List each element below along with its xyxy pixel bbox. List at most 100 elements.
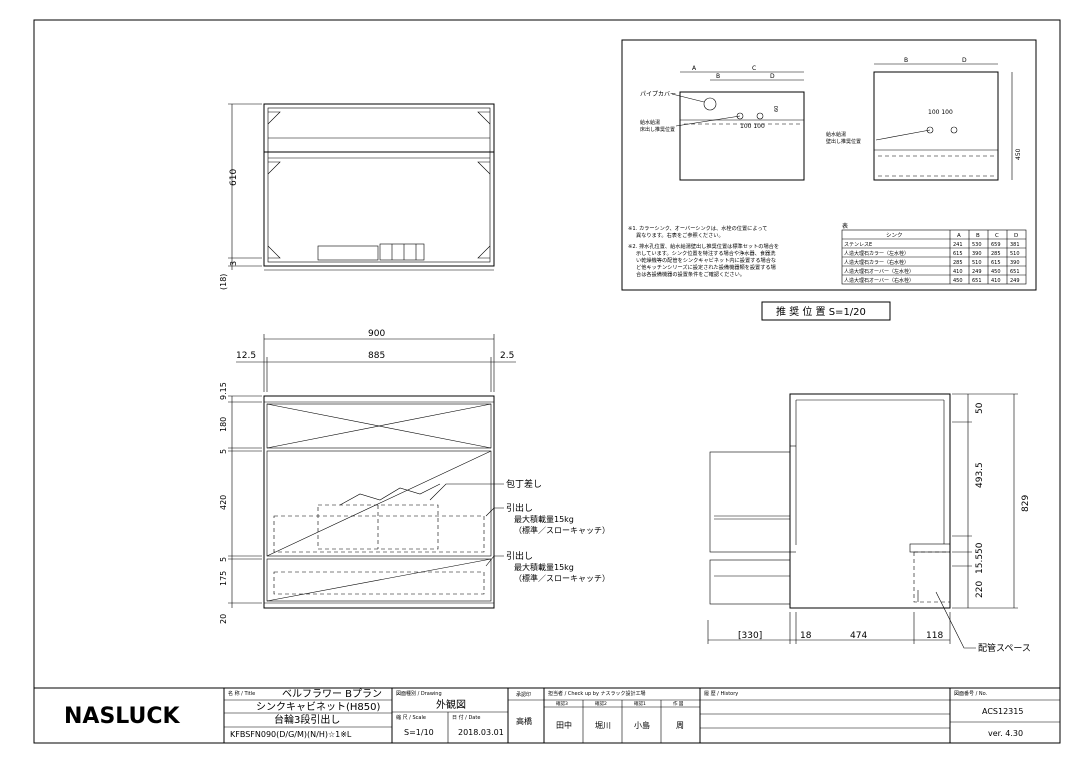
table-cell: 615	[953, 251, 963, 257]
table-cell: 530	[972, 242, 982, 248]
title-line1: ベルフラワー Bプラン	[282, 688, 382, 700]
side-dim-829: 829	[1021, 495, 1031, 512]
check-name: 田中	[556, 720, 572, 730]
side-right-dim: 493.5	[975, 462, 985, 488]
check-name: 小島	[634, 720, 650, 730]
front-left-dim: 175	[219, 571, 228, 586]
table-header: A	[957, 233, 961, 239]
table-cell: 381	[1010, 242, 1020, 248]
front-left-dim: 20	[219, 614, 228, 624]
date-value: 2018.03.01	[458, 728, 504, 737]
note2b: 示しています。シンク位置を特注する場合や浄水器、食器洗	[636, 249, 776, 257]
table-cell: 285	[991, 251, 1001, 257]
top-dim-18: (18)	[219, 274, 228, 290]
drawer2-type: （標準／スローキャッチ）	[514, 573, 610, 583]
sink-table: シンク A B C D ステンレスE 241 530 659 381 人造大理石…	[841, 229, 1027, 285]
water-supply-floor-b: 床出し推奨位置	[640, 126, 675, 133]
table-cell: 390	[972, 251, 982, 257]
water-supply-wall: 給水給湯	[826, 131, 846, 138]
table-cell: 410	[991, 278, 1001, 284]
front-dim-900: 900	[368, 329, 385, 339]
side-right-dim: 50	[975, 542, 985, 554]
title-label: 名 称 / Title	[228, 690, 255, 697]
table-cell: 人造大理石オーバー（右水栓）	[844, 277, 914, 284]
front-left-dim: 5	[219, 449, 228, 454]
table-cell: 人造大理石カラー（左水栓）	[844, 250, 909, 257]
table-cell: 410	[953, 269, 963, 275]
table-header: シンク	[886, 232, 903, 239]
title-line2: シンクキャビネット(H850)	[256, 701, 381, 713]
drawer2-label: 引出し	[506, 550, 533, 562]
front-dim-2-5: 2.5	[500, 351, 514, 361]
knife-rack-label: 包丁差し	[506, 478, 542, 490]
water-supply-floor: 給水給湯	[640, 119, 660, 126]
inset-dim-c: C	[752, 65, 756, 72]
front-left-dim: 180	[219, 417, 228, 432]
inset-dim-450: 450	[1015, 148, 1022, 160]
table-cell: 249	[1010, 278, 1020, 284]
inset-dim-a: A	[692, 65, 697, 72]
note2: ※2. 排水孔位置、給水給湯壁出し推奨位置は標準セットの場合を	[628, 242, 779, 250]
drawer1-load: 最大積載量15kg	[514, 514, 574, 524]
table-cell: 651	[1010, 269, 1020, 275]
history-label: 履 歴 / History	[704, 691, 738, 697]
drawer2-load: 最大積載量15kg	[514, 562, 574, 572]
note2c: い乾燥機等の配管をシンクキャビネット内に設置する場合な	[636, 256, 776, 264]
water-supply-wall-b: 壁出し推奨位置	[826, 138, 861, 145]
table-cell: 285	[953, 260, 963, 266]
side-bottom-dim: [330]	[738, 631, 762, 641]
table-title: 表	[842, 222, 848, 230]
table-cell: 人造大理石オーバー（左水栓）	[844, 268, 914, 275]
table-cell: ステンレスE	[844, 242, 872, 248]
no-value: ACS12315	[982, 707, 1023, 716]
front-left-dim: 9.15	[219, 382, 228, 400]
note1: ※1. カラーシンク、オーバーシンクは、水栓の位置によって	[628, 224, 768, 232]
table-cell: 450	[953, 278, 963, 284]
top-dim-610: 610	[229, 169, 239, 186]
inset-right-dim-b: B	[904, 57, 908, 64]
inset-dim-100-right: 100 100	[928, 109, 953, 116]
table-cell: 510	[972, 260, 982, 266]
front-left-dim: 5	[219, 557, 228, 562]
table-cell: 241	[953, 242, 963, 248]
check-label: 担当者 / Check up by ナスラック設計工場	[548, 690, 646, 697]
check-col: 確認2	[595, 700, 607, 707]
company-logo: NASLUCK	[64, 704, 181, 729]
side-right-dim: 15.5	[975, 554, 985, 574]
inset-dim-100-left: 100 100	[740, 123, 765, 130]
table-cell: 249	[972, 269, 982, 275]
approval-value: 高橋	[516, 716, 532, 726]
drawer1-label: 引出し	[506, 502, 533, 514]
side-bottom-dim: 18	[800, 631, 812, 641]
recommended-position-inset: A B C D 60 100 100 パイプカバー 給水給湯 床出し推奨位置 B…	[621, 39, 1037, 291]
approval-label: 承認印	[516, 691, 531, 698]
front-view: 900 12.5 885 2.5	[219, 329, 610, 624]
check-name: 堀川	[595, 721, 611, 730]
front-dim-885: 885	[368, 351, 385, 361]
check-name: 周	[676, 721, 684, 730]
side-bottom-dim: 118	[926, 631, 943, 641]
scale-value: S=1/10	[404, 728, 434, 737]
title-line4: KFBSFN090(D/G/M)(N/H)☆1※L	[230, 730, 352, 739]
front-left-dim: 420	[219, 495, 228, 510]
sheet-border	[33, 19, 1061, 744]
table-header: B	[976, 233, 980, 239]
check-col: 作 図	[673, 700, 684, 707]
inset-dim-d: D	[770, 73, 775, 80]
table-cell: 659	[991, 242, 1001, 248]
top-dim-3: 3	[229, 261, 238, 266]
front-dim-12-5: 12.5	[236, 351, 256, 361]
table-header: C	[995, 233, 999, 239]
check-col: 確認1	[634, 700, 646, 707]
inset-right-dim-d: D	[962, 57, 967, 64]
note2e: 合は各設備機器の設置条件をご確認ください。	[636, 270, 745, 278]
table-header: D	[1014, 233, 1018, 239]
no-label: 図面番号 / No.	[954, 690, 988, 697]
table-cell: 390	[1010, 260, 1020, 266]
table-cell: 651	[972, 278, 982, 284]
drawing-label: 図面種別 / Drawing	[396, 690, 442, 697]
date-label: 日 付 / Date	[452, 714, 480, 721]
drawer1-type: （標準／スローキャッチ）	[514, 525, 610, 535]
table-cell: 450	[991, 269, 1001, 275]
